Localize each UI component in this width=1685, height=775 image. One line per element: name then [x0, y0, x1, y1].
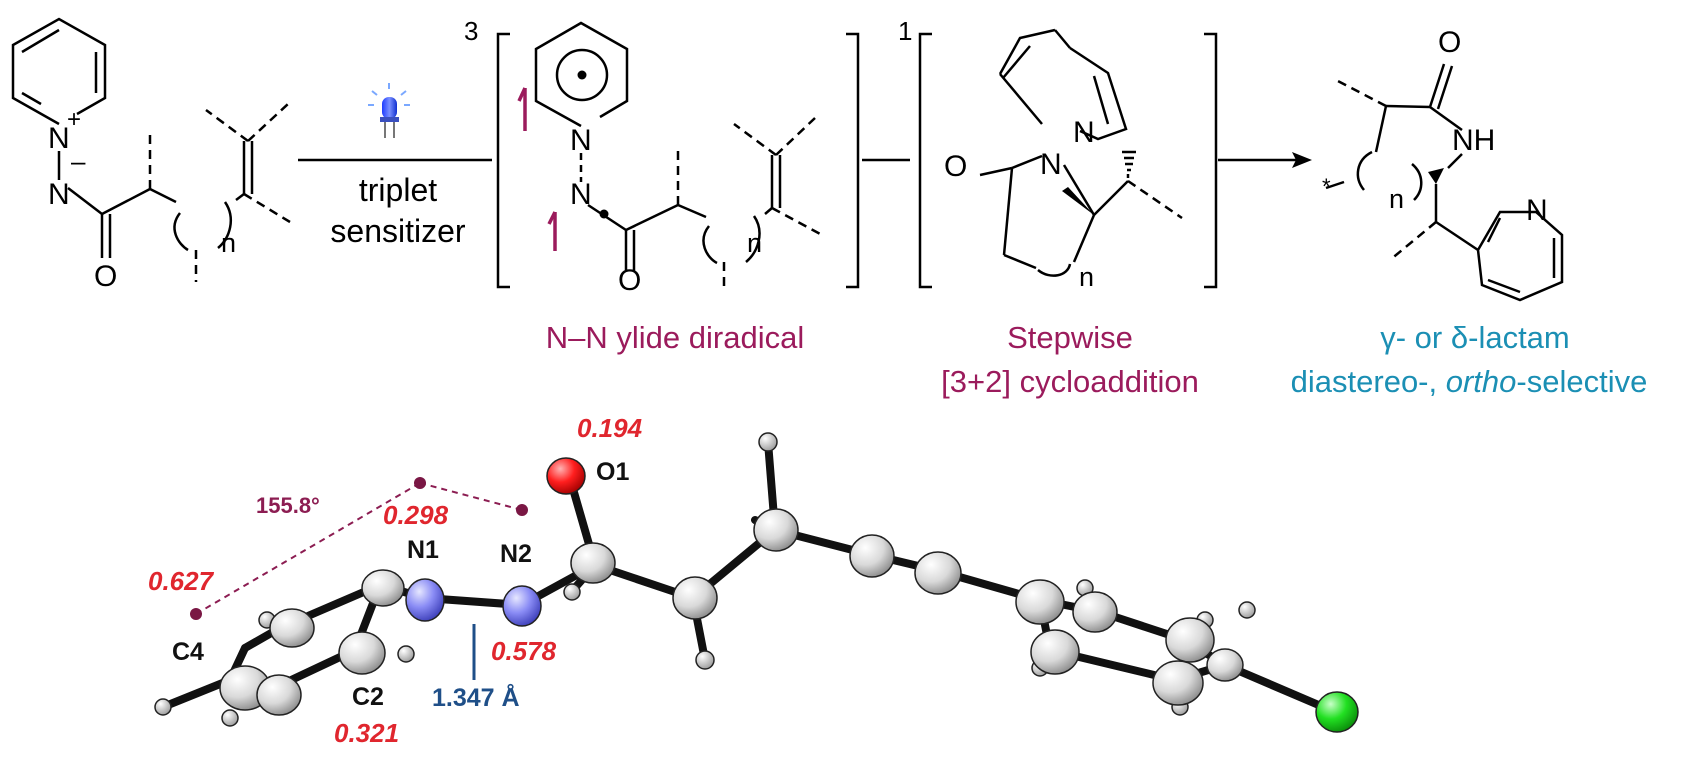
- reactant-cation-charge: +: [67, 106, 82, 133]
- product-wedge: [1428, 168, 1444, 184]
- atom-label-o1: O1: [596, 458, 630, 486]
- condition-line-1: triplet: [358, 172, 438, 208]
- reactant-nitrogen-bottom: N: [48, 178, 70, 211]
- value-mid: 0.298: [383, 500, 449, 530]
- product-star: *: [1322, 174, 1331, 199]
- reactant-nitrogen-top: N: [48, 122, 70, 155]
- product-nh: NH: [1452, 124, 1496, 157]
- atom-label-n2: N2: [500, 540, 532, 568]
- angle-label: 155.8°: [256, 493, 320, 518]
- int2-oxygen: O: [944, 150, 968, 183]
- lactam-caption-2c: -selective: [1516, 364, 1648, 399]
- int1-oxygen: O: [618, 264, 642, 297]
- lactam-caption-2b: ortho: [1445, 364, 1517, 399]
- int2-nitrogen-a: N: [1073, 116, 1095, 149]
- spin-arrows: [517, 87, 557, 251]
- cycloaddition-caption-1: Stepwise: [1007, 320, 1133, 355]
- int2-nitrogen-b: N: [1040, 148, 1062, 181]
- radical-dots: [577, 70, 609, 219]
- reactant-oxygen: O: [94, 260, 118, 293]
- product-structure: [1325, 63, 1564, 302]
- atom-label-c4: C4: [172, 638, 204, 666]
- lactam-caption-2: diastereo-, ortho-selective: [1258, 364, 1680, 400]
- value-o1: 0.194: [577, 413, 643, 443]
- atom-label-n1: N1: [407, 536, 439, 564]
- reactant-structure: [11, 17, 291, 282]
- atom-label-c2: C2: [352, 683, 384, 711]
- reactant-anion-charge: –: [71, 146, 86, 176]
- cycloaddition-caption-2: [3+2] cycloaddition: [941, 364, 1199, 399]
- diradical-caption: N–N ylide diradical: [545, 320, 805, 355]
- product-pyridine-n: N: [1526, 194, 1548, 227]
- crystal-structure: [154, 432, 1359, 733]
- lactam-caption-1: γ- or δ-lactam: [1380, 320, 1570, 355]
- value-n2: 0.578: [491, 636, 557, 666]
- triplet-bracket: [496, 32, 860, 289]
- value-c2: 0.321: [334, 718, 400, 748]
- reaction-arrow-3: [1218, 152, 1312, 168]
- intermediate-1-structure: [534, 21, 823, 292]
- int2-subscript-n: n: [1079, 262, 1095, 292]
- blue-led-icon: [368, 83, 410, 138]
- int1-nitrogen-top: N: [570, 124, 592, 157]
- condition-line-2: sensitizer: [330, 213, 466, 249]
- int2-wedges: [1062, 150, 1136, 215]
- singlet-bracket: [918, 32, 1218, 289]
- value-c4: 0.627: [148, 566, 214, 596]
- product-oxygen: O: [1438, 26, 1462, 59]
- lactam-caption-2a: diastereo-,: [1290, 364, 1446, 399]
- intermediate-2-structure: [979, 28, 1183, 277]
- nn-bond-length: 1.347 Å: [432, 684, 520, 712]
- int1-nitrogen-bottom: N: [570, 178, 592, 211]
- reactant-subscript-n: n: [221, 228, 237, 258]
- triplet-multiplicity: 3: [464, 16, 479, 46]
- int1-subscript-n: n: [747, 228, 763, 258]
- product-subscript-n: n: [1389, 184, 1405, 214]
- singlet-multiplicity: 1: [898, 16, 913, 46]
